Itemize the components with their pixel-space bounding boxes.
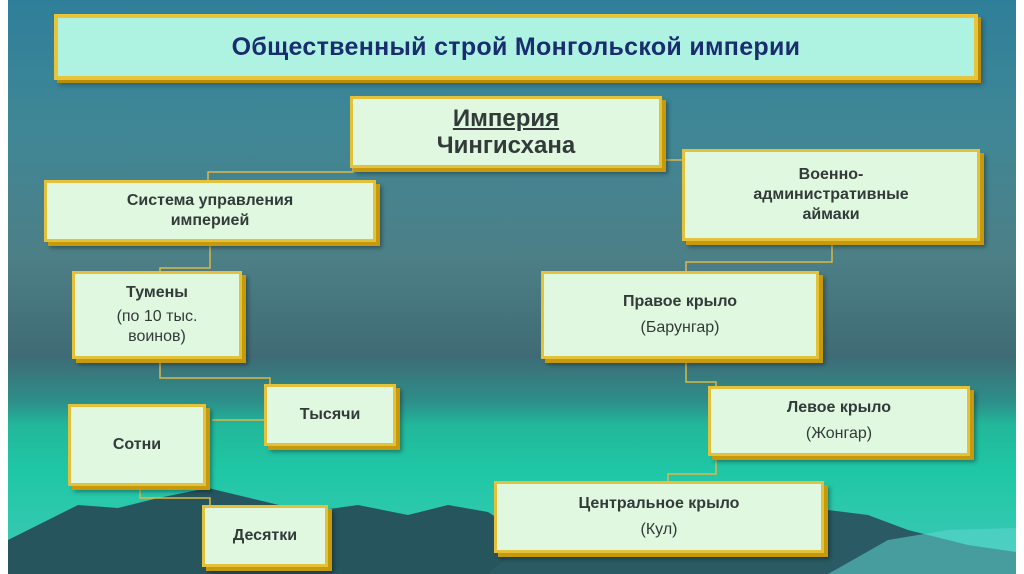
right-wing-box: Правое крыло (Барунгар)	[541, 271, 819, 359]
aimaks-box: Военно-административные аймаки	[682, 149, 980, 241]
left-wing-note: (Жонгар)	[805, 425, 873, 442]
empire-title-line1: Империя	[452, 105, 560, 132]
connector-hundreds-tens	[139, 484, 211, 508]
right-wing-note: (Барунгар)	[640, 319, 720, 336]
connector-right-left	[685, 362, 717, 388]
tens-label: Десятки	[232, 527, 298, 544]
central-wing-label: Центральное крыло	[578, 495, 740, 512]
page-title: Общественный строй Монгольской империи	[231, 32, 801, 61]
thousands-label: Тысячи	[299, 406, 361, 423]
governance-label: Система управления империей	[126, 192, 294, 229]
water-reflection	[828, 528, 1016, 574]
connector-empire-aimaks	[660, 152, 685, 161]
hundreds-box: Сотни	[68, 404, 206, 486]
empire-title-line2: Чингисхана	[436, 132, 576, 159]
right-wing-label: Правое крыло	[622, 293, 738, 310]
governance-box: Система управления империей	[44, 180, 376, 242]
connector-left-central	[667, 456, 717, 482]
connector-governance-tumens	[159, 244, 211, 274]
thousands-box: Тысячи	[264, 384, 396, 446]
aimaks-label: Военно-административные аймаки	[753, 166, 909, 223]
connector-aimaks-right	[685, 242, 833, 274]
hundreds-label: Сотни	[112, 436, 162, 453]
slide: Общественный строй Монгольской империи И…	[8, 0, 1016, 574]
tens-box: Десятки	[202, 505, 328, 567]
empire-box: Империя Чингисхана	[350, 96, 662, 168]
title-banner: Общественный строй Монгольской империи	[54, 14, 978, 80]
connector-tumens-thousands	[159, 360, 271, 386]
tumens-note: (по 10 тыс. воинов)	[116, 308, 198, 345]
left-wing-label: Левое крыло	[786, 399, 892, 416]
left-wing-box: Левое крыло (Жонгар)	[708, 386, 970, 456]
central-wing-note: (Кул)	[640, 521, 678, 538]
central-wing-box: Центральное крыло (Кул)	[494, 481, 824, 553]
tumens-box: Тумены (по 10 тыс. воинов)	[72, 271, 242, 359]
tumens-label: Тумены	[126, 284, 188, 301]
